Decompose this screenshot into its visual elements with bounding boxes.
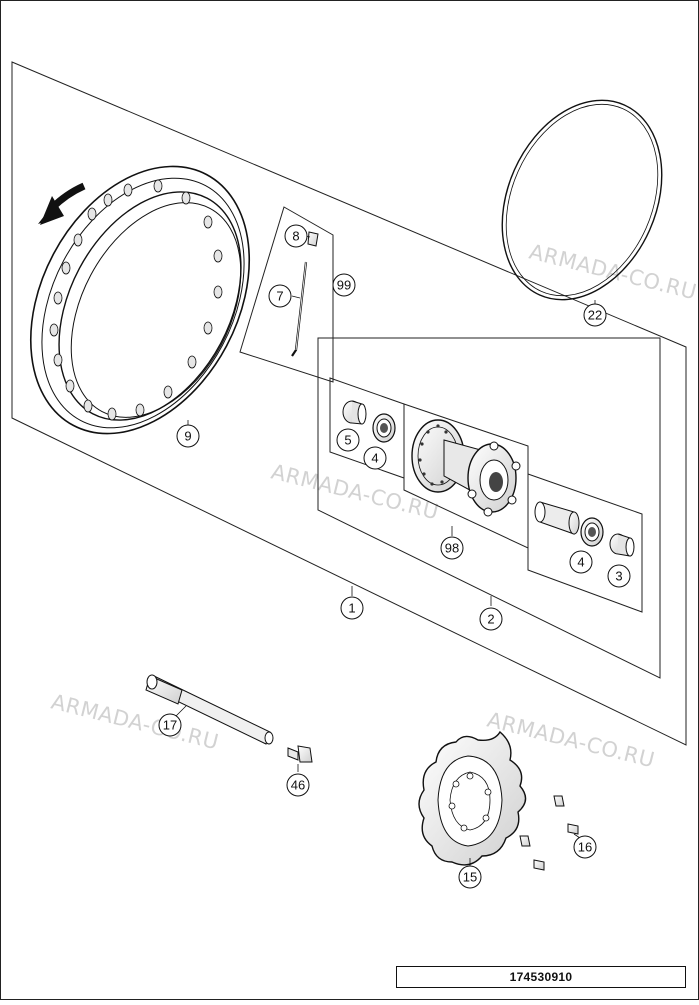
callout-label: 17 xyxy=(163,718,177,733)
callout-label: 9 xyxy=(184,429,191,444)
wheel-assembly-frame xyxy=(11,61,687,746)
callout-1: 1 xyxy=(340,596,364,620)
right-bearing-frame xyxy=(527,473,643,613)
callout-label: 7 xyxy=(276,289,283,304)
left-bearing xyxy=(372,413,396,443)
callout-label: 3 xyxy=(615,569,622,584)
callout-label: 15 xyxy=(463,870,477,885)
callout-label: 2 xyxy=(487,612,494,627)
spoke-set-frame xyxy=(239,206,334,383)
callout-label: 5 xyxy=(344,433,351,448)
rim-tape xyxy=(501,99,663,301)
leader-lines xyxy=(175,235,596,866)
callout-label: 4 xyxy=(577,555,584,570)
left-spacer xyxy=(342,400,367,425)
wheel-hub xyxy=(411,419,521,517)
callout-99: 99 xyxy=(332,273,356,297)
callout-98: 98 xyxy=(440,536,464,560)
disc-screws xyxy=(519,795,579,871)
callout-label: 4 xyxy=(371,451,378,466)
right-spacer-sleeve xyxy=(534,501,580,535)
callout-22: 22 xyxy=(583,303,607,327)
callout-5: 5 xyxy=(336,428,360,452)
right-spacer xyxy=(609,533,635,557)
drawing-code: 174530910 xyxy=(509,970,573,984)
callout-label: 1 xyxy=(348,601,355,616)
callout-46: 46 xyxy=(286,773,310,797)
callout-3: 3 xyxy=(607,564,631,588)
callout-8: 8 xyxy=(284,224,308,248)
callout-15: 15 xyxy=(458,865,482,889)
spoke-nipple xyxy=(307,231,319,247)
callout-label: 46 xyxy=(291,778,305,793)
callout-label: 99 xyxy=(337,278,351,293)
callout-label: 16 xyxy=(578,840,592,855)
callout-17: 17 xyxy=(158,713,182,737)
rim-tape-inner-edge xyxy=(505,103,659,297)
right-bearing xyxy=(580,517,604,547)
spoke xyxy=(291,261,308,357)
callout-7: 7 xyxy=(268,284,292,308)
callout-4-left: 4 xyxy=(363,446,387,470)
callout-label: 98 xyxy=(445,541,459,556)
rotation-arrow-icon xyxy=(38,182,86,225)
wheel-axle xyxy=(145,674,274,745)
brake-disc xyxy=(418,730,527,866)
callout-9: 9 xyxy=(176,424,200,448)
drawing-code-box: 174530910 xyxy=(396,966,686,988)
hub-assembly-frame xyxy=(317,337,661,679)
callout-16: 16 xyxy=(573,835,597,859)
axle-bolt xyxy=(287,745,313,763)
callout-label: 8 xyxy=(292,229,299,244)
callout-4-right: 4 xyxy=(569,550,593,574)
callout-label: 22 xyxy=(588,308,602,323)
rim xyxy=(29,165,251,435)
callout-2: 2 xyxy=(479,607,503,631)
